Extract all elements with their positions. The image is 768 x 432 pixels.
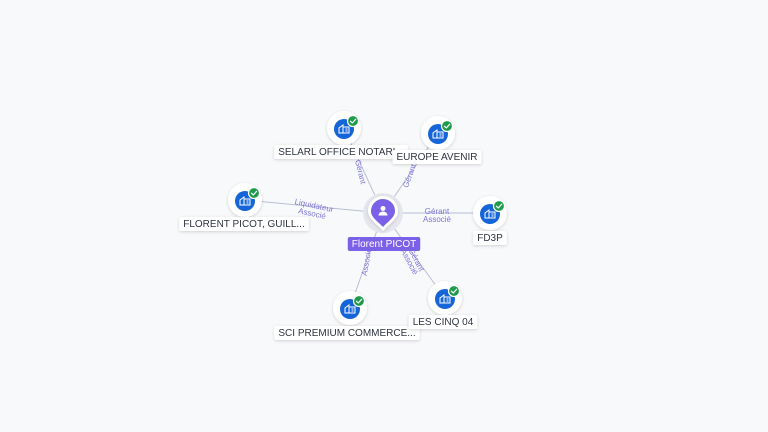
company-name: LES CINQ 04 [413,317,474,328]
person-name: Florent PICOT [352,239,416,250]
company-label-bg [392,150,482,164]
company-name: EUROPE AVENIR [397,152,478,163]
verified-check-icon [352,294,366,308]
relation-label: Gérant [425,207,450,216]
company-name: FLORENT PICOT, GUILL... [183,219,305,230]
company-name: FD3P [477,233,503,244]
company-label-bg [179,217,309,231]
company-node[interactable]: FD3P [473,196,507,245]
company-node[interactable]: LES CINQ 04 [408,281,478,329]
company-label: FLORENT PICOT, GUILL... [179,217,309,231]
company-label-bg [473,231,507,245]
company-label-bg [408,315,478,329]
building-icon [239,196,251,206]
company-label: SELARL OFFICE NOTARI... [274,145,408,159]
person-icon [378,206,388,216]
building-icon [484,209,496,219]
center-node-layer: Florent PICOT [347,193,421,251]
building-icon [338,124,350,134]
company-node[interactable]: SCI PREMIUM COMMERCE... [274,291,420,340]
verified-check-icon [346,114,360,128]
relation-label: Gérant [353,159,368,186]
building-icon [344,304,356,314]
building-icon [439,294,451,304]
company-name: SCI PREMIUM COMMERCE... [278,328,415,339]
company-label-bg [274,145,408,159]
relation-edge [244,199,384,214]
building-icon [432,129,444,139]
relation-label: Gérant [401,162,418,189]
company-label-bg [274,326,420,340]
verified-check-icon [492,199,506,213]
relation-label: Associé [423,215,452,224]
company-node[interactable]: EUROPE AVENIR [392,116,482,164]
company-label: LES CINQ 04 [408,315,478,329]
person-node[interactable]: Florent PICOT [347,193,421,251]
relation-label: Associé [360,247,374,277]
verified-check-icon [447,284,461,298]
verified-check-icon [440,119,454,133]
company-node[interactable]: SELARL OFFICE NOTARI... [274,111,408,159]
company-name: SELARL OFFICE NOTARI... [278,147,404,158]
verified-check-icon [247,186,261,200]
person-label-bg [347,237,421,251]
company-label: SCI PREMIUM COMMERCE... [274,326,420,340]
company-node[interactable]: FLORENT PICOT, GUILL... [179,183,309,231]
company-label: EUROPE AVENIR [392,150,482,164]
company-label: FD3P [473,231,507,245]
person-label: Florent PICOT [347,237,421,251]
nodes-layer: SELARL OFFICE NOTARI...EUROPE AVENIR FLOR… [179,111,507,340]
